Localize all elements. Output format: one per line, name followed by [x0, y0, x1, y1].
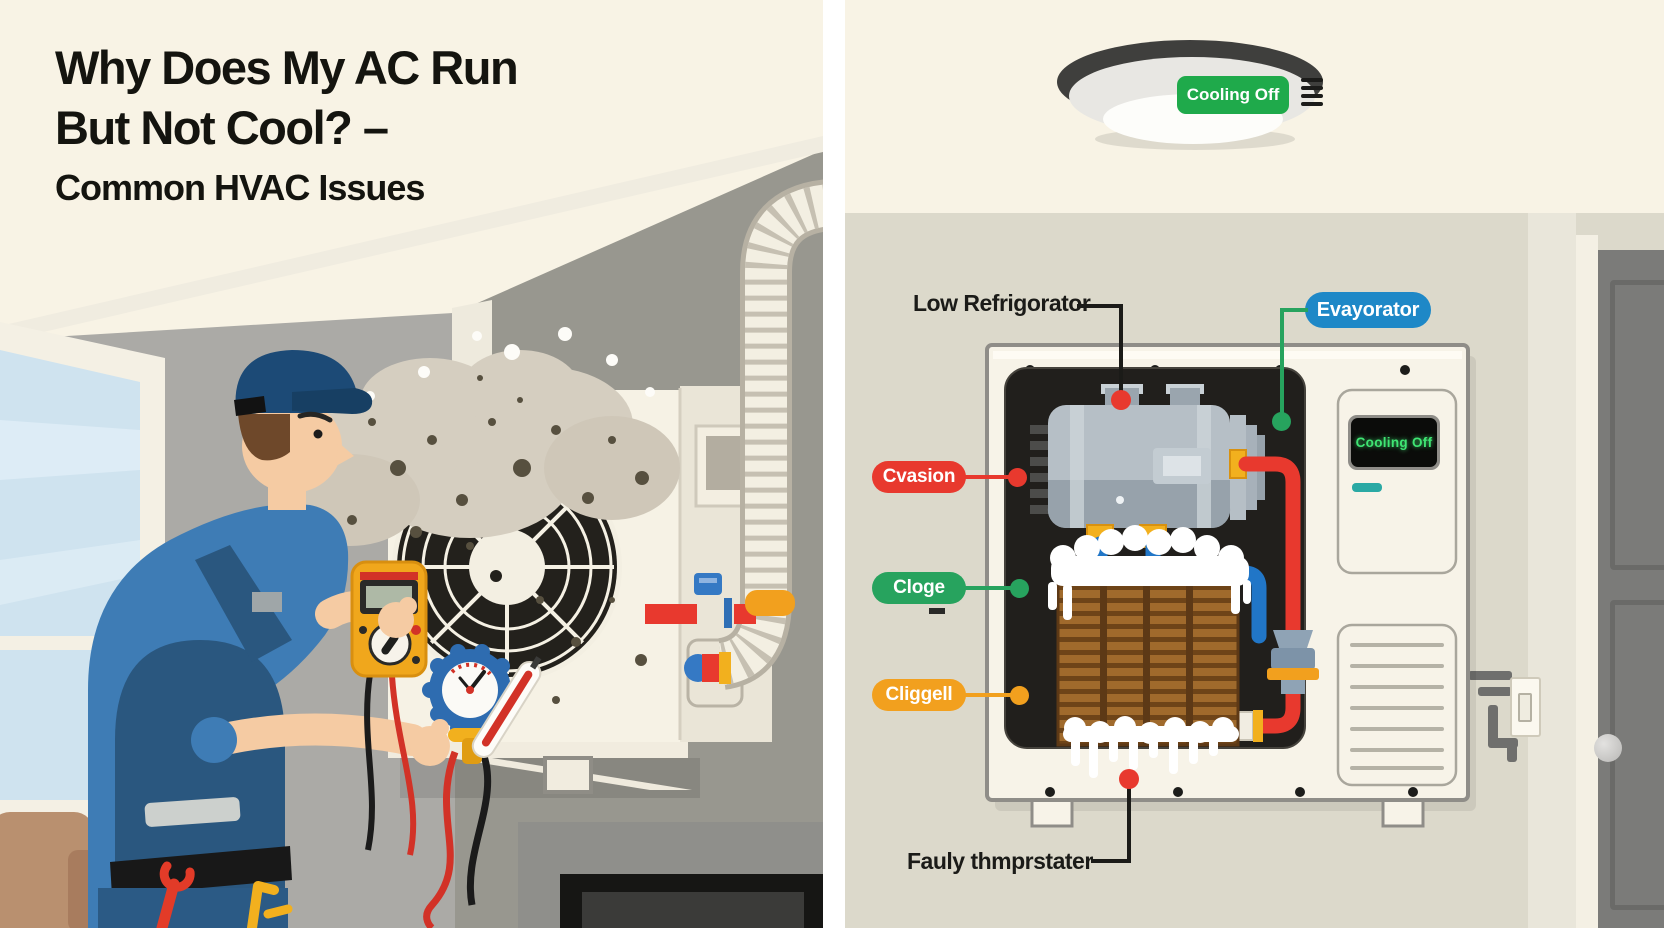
callout-dot	[1272, 412, 1291, 431]
callout-line	[964, 693, 1012, 697]
door-panel	[1610, 280, 1664, 570]
cap-band	[234, 396, 266, 416]
nose	[336, 442, 354, 466]
page-title: Why Does My AC Run But Not Cool? – Commo…	[55, 38, 519, 209]
tool-belt	[110, 846, 292, 896]
ice-bottom	[1063, 716, 1239, 778]
thermostat-menu-icon	[1301, 78, 1323, 82]
thermostat-menu-icon	[1301, 86, 1323, 90]
eye	[313, 429, 323, 439]
right-diagram-panel: Cooling Off	[845, 0, 1664, 928]
flexible-duct	[716, 179, 823, 690]
left-forearm	[196, 713, 428, 758]
door-frame	[1576, 235, 1598, 928]
title-line-2: But Not Cool? –	[55, 100, 389, 154]
wall-pipe	[1488, 738, 1518, 748]
callout-pill-frozen-coil: Cliggell	[872, 679, 966, 711]
vent-panel	[1336, 623, 1458, 787]
status-display	[1351, 418, 1437, 467]
ceiling-edge	[0, 136, 823, 342]
callout-pill-compressor-issue: Cvasion	[872, 461, 966, 493]
callout-line	[1091, 859, 1131, 863]
hex-key-icon	[247, 881, 293, 928]
eyebrow	[297, 411, 333, 423]
callout-line	[964, 586, 1012, 590]
door	[1598, 250, 1664, 928]
callout-pill-clogged: Cloge	[872, 572, 966, 604]
callout-line	[964, 475, 1010, 479]
callout-pill-evaporator: Evayorator	[1305, 292, 1431, 328]
left-illustration-panel: Why Does My AC Run But Not Cool? – Commo…	[0, 0, 823, 928]
latch-mark	[929, 608, 945, 614]
thermostat-menu-icon	[1301, 102, 1323, 106]
callout-line	[1077, 304, 1123, 308]
chest-tag	[252, 592, 282, 612]
ac-unit-cutaway-diagram	[929, 343, 1476, 828]
reflective-stripe	[144, 797, 241, 827]
overall-strap	[195, 545, 292, 662]
wall-pipe	[1468, 671, 1512, 680]
door-knob	[1594, 734, 1622, 762]
callout-dot	[1008, 468, 1027, 487]
callout-line	[1280, 308, 1284, 416]
hair	[238, 414, 290, 461]
service-valve	[1267, 630, 1319, 694]
callout-dot	[1111, 390, 1131, 410]
wall-pipe	[1478, 687, 1512, 696]
cap-brim	[292, 388, 373, 414]
callout-dot	[1119, 769, 1139, 789]
fireplace	[518, 822, 823, 928]
unit-foot	[1030, 796, 1074, 828]
thermometer	[471, 656, 542, 758]
wrench-icon	[156, 861, 195, 928]
ice-top	[1048, 525, 1251, 620]
callout-low-refrigerant: Low Refrigorator	[913, 290, 1091, 316]
title-line-3: Common HVAC Issues	[55, 167, 425, 209]
callout-line	[1119, 304, 1123, 394]
wall-corner	[1528, 213, 1576, 928]
frozen-coil	[1048, 525, 1251, 778]
technician	[88, 350, 542, 928]
callout-dot	[1010, 686, 1029, 705]
wall-pipe	[1507, 744, 1517, 762]
thermostat-menu-icon	[1301, 94, 1323, 98]
title-line-1: Why Does My AC Run	[55, 41, 519, 94]
white-particles	[330, 327, 655, 401]
unit-status-display-text: Cooling Off	[1355, 435, 1433, 450]
control-column	[1336, 388, 1458, 787]
coil-fitting-band	[1253, 710, 1263, 742]
callout-faulty-thermostat: Fauly thmprstater	[907, 848, 1093, 874]
callout-line	[1127, 786, 1131, 863]
callout-line	[1282, 308, 1308, 312]
technician-scene-illustration	[0, 0, 823, 928]
thermostat-status-badge: Cooling Off	[1177, 76, 1289, 114]
callout-dot	[1010, 579, 1029, 598]
indicator-dash	[1352, 483, 1382, 492]
pipe-fittings	[645, 573, 795, 684]
light-switch-toggle[interactable]	[1518, 693, 1532, 722]
wall-pipe	[1488, 705, 1498, 747]
unit-foot	[1381, 796, 1425, 828]
